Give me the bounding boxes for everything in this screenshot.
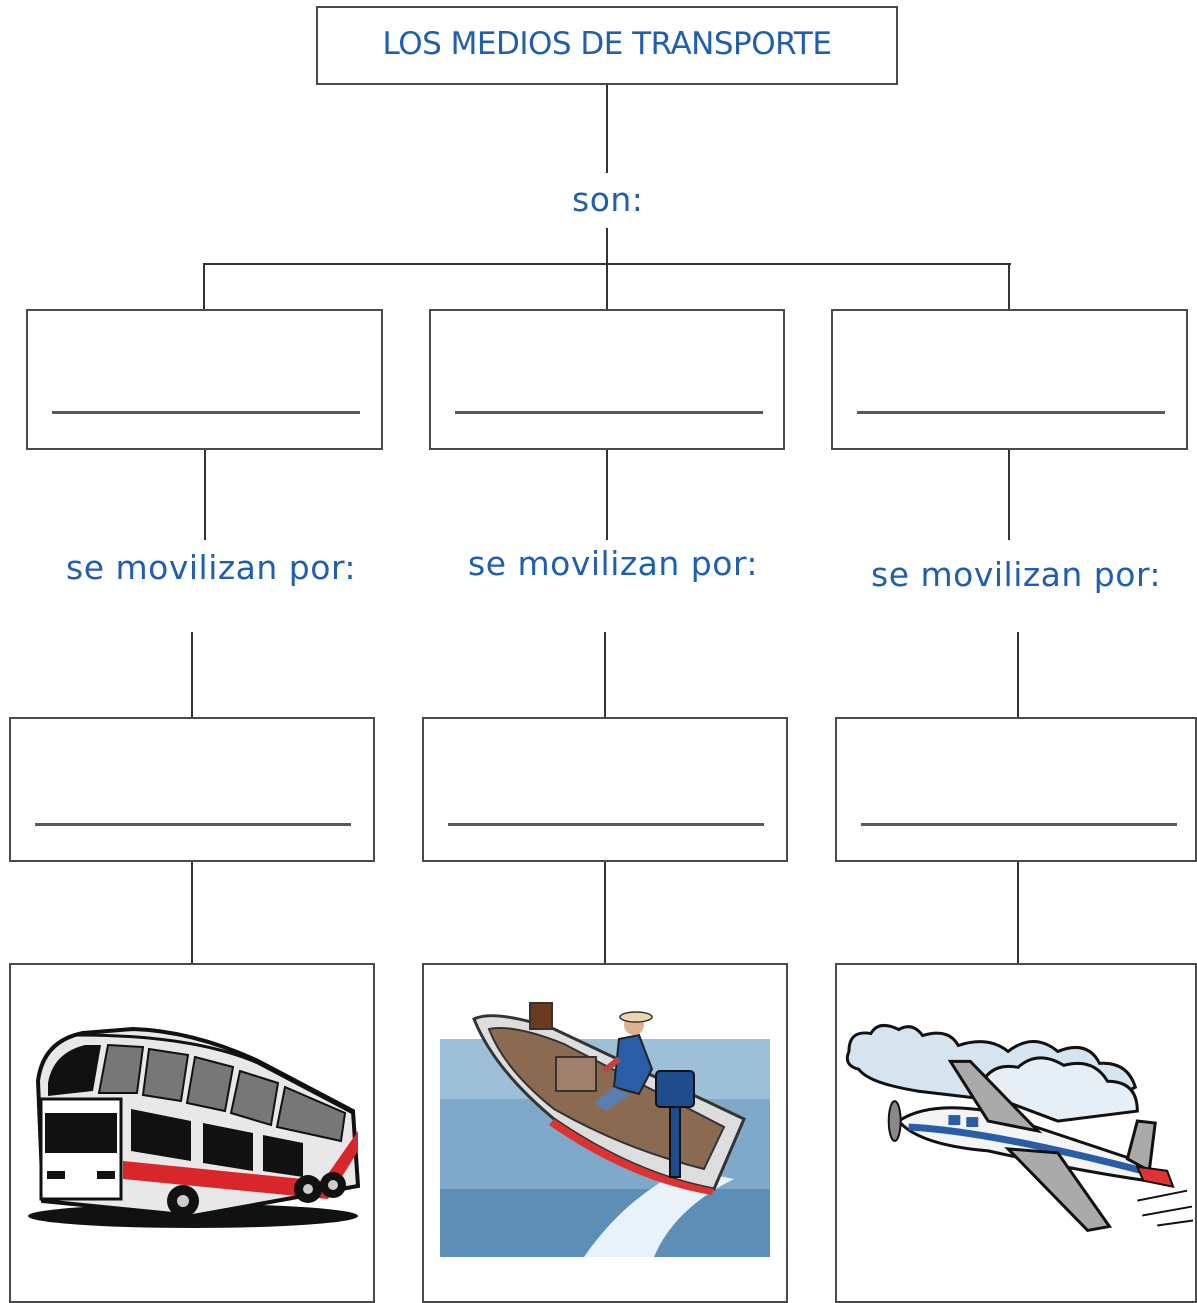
connector-line xyxy=(1017,632,1019,718)
connector-label-3: se movilizan por: xyxy=(871,555,1162,594)
fill-in-line[interactable] xyxy=(448,823,764,826)
boat-icon xyxy=(440,1002,770,1257)
picture-box-2 xyxy=(422,963,788,1303)
airplane-icon xyxy=(845,1023,1194,1233)
connector-line xyxy=(604,862,606,964)
branch-line xyxy=(203,263,1011,265)
connector-label-2: se movilizan por: xyxy=(468,544,759,583)
page-title: LOS MEDIOS DE TRANSPORTE xyxy=(382,26,832,62)
fill-in-line[interactable] xyxy=(455,411,763,414)
connector-line xyxy=(606,85,608,173)
connector-son: son: xyxy=(572,180,644,219)
title-box: LOS MEDIOS DE TRANSPORTE xyxy=(316,6,898,85)
fill-in-line[interactable] xyxy=(52,411,360,414)
category-box-1 xyxy=(26,309,383,450)
medium-box-1 xyxy=(9,717,375,862)
medium-box-3 xyxy=(835,717,1197,862)
connector-line xyxy=(204,450,206,540)
connector-line xyxy=(191,632,193,718)
picture-box-3 xyxy=(835,963,1197,1303)
category-box-2 xyxy=(429,309,785,450)
fill-in-line[interactable] xyxy=(857,411,1165,414)
connector-line xyxy=(606,450,608,540)
connector-label-1: se movilizan por: xyxy=(66,548,357,587)
connector-line xyxy=(1008,450,1010,540)
bus-icon xyxy=(28,1026,361,1228)
fill-in-line[interactable] xyxy=(861,823,1177,826)
connector-line xyxy=(1008,263,1010,310)
connector-line xyxy=(203,263,205,310)
connector-line xyxy=(191,862,193,964)
picture-box-1 xyxy=(9,963,375,1303)
fill-in-line[interactable] xyxy=(35,823,351,826)
connector-line xyxy=(1017,862,1019,964)
connector-line xyxy=(604,632,606,718)
medium-box-2 xyxy=(422,717,788,862)
connector-line xyxy=(606,228,608,310)
category-box-3 xyxy=(831,309,1188,450)
